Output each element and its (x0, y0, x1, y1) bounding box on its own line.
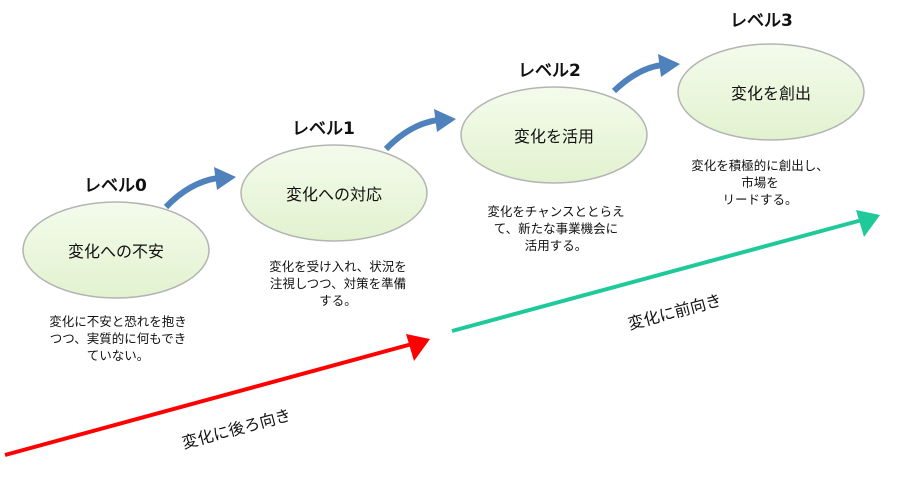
backward-trend-arrowhead (406, 334, 430, 361)
level-3-node (677, 43, 865, 141)
level-1-node-text: 変化への対応 (285, 185, 383, 204)
backward-trend-line (4, 342, 413, 457)
level-1-node (240, 144, 428, 242)
level-2-node-text: 変化を活用 (513, 127, 595, 146)
level-0-description: 変化に不安と恐れを抱き つつ、実質的に何もでき ていない。 (49, 314, 187, 363)
step-arrow-0-1 (163, 175, 219, 210)
level-0-label: レベル0 (84, 176, 147, 196)
level-3-label: レベル3 (730, 11, 793, 31)
level-3-node-text: 変化を創出 (730, 84, 812, 103)
step-arrow-2-3 (611, 62, 663, 94)
step-arrowhead-0-1 (214, 167, 236, 190)
level-1-label: レベル1 (292, 119, 355, 139)
level-0-node-text: 変化への不安 (67, 242, 165, 261)
step-arrowhead-2-3 (658, 54, 680, 77)
forward-trend-line (451, 218, 863, 333)
step-arrowhead-1-2 (434, 109, 456, 132)
forward-trend-arrowhead (856, 210, 880, 237)
level-2-node (460, 86, 648, 184)
level-3-description: 変化を積極的に創出し、 市場を リードする。 (691, 158, 829, 207)
level-2-label: レベル2 (518, 61, 581, 81)
level-2-description: 変化をチャンスととらえ て、新たな事業機会に 活用する。 (487, 204, 625, 253)
level-1-description: 変化を受け入れ、状況を 注視しつつ、対策を準備 する。 (269, 259, 407, 308)
level-0-node (22, 201, 210, 299)
step-arrow-1-2 (383, 117, 439, 152)
